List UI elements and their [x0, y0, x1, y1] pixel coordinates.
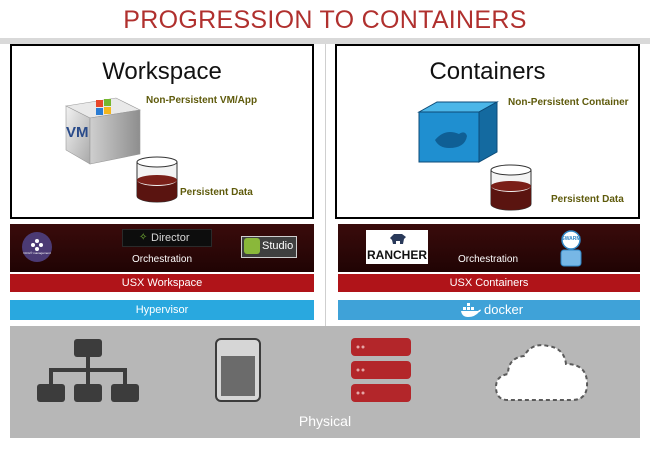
director-icon: ✧: [139, 232, 148, 243]
vm-box-icon: [60, 92, 146, 168]
containers-title: Containers: [429, 58, 546, 85]
workspace-panel: Workspace VM Non-Persistent VM/App: [10, 44, 314, 219]
director-logo: ✧ Director: [122, 229, 212, 247]
physical-label: Physical: [298, 413, 352, 429]
rancher-logo: RANCHER: [366, 230, 428, 264]
container-label: Non-Persistent Container: [508, 97, 629, 108]
title-divider-band: [0, 38, 650, 44]
network-hierarchy-icon: [37, 339, 139, 402]
citrix-logo: Citrix® management: [22, 232, 52, 262]
rancher-cow-icon: [390, 234, 406, 244]
studio-icon: [244, 238, 260, 254]
swarm-logo: SWARM: [558, 230, 584, 268]
persistent-data-cylinder-icon: [488, 162, 534, 212]
containers-panel: Containers Non-Persistent Container Pers…: [335, 44, 640, 219]
storage-device-icon: [215, 338, 261, 402]
server-stack-icon: [351, 338, 411, 402]
physical-layer: Physical: [10, 326, 640, 438]
column-divider: [325, 44, 326, 326]
docker-whale-icon: [461, 303, 481, 317]
docker-label: docker: [484, 302, 524, 317]
studio-logo: Studio: [241, 236, 297, 258]
page-title: PROGRESSION TO CONTAINERS: [123, 6, 527, 34]
container-cube-icon: [415, 100, 499, 164]
hypervisor-band: Hypervisor: [10, 300, 314, 320]
vm-label: Non-Persistent VM/App: [146, 95, 258, 106]
studio-label: Studio: [262, 240, 294, 252]
rancher-label: RANCHER: [367, 248, 427, 262]
workspace-orchestration-band: Citrix® management ✧ Director Studio Orc…: [10, 224, 314, 272]
usx-workspace-band: USX Workspace: [10, 274, 314, 292]
docker-band: docker: [338, 300, 640, 320]
cloud-icon: [494, 340, 590, 404]
containers-orchestration-label: Orchestration: [457, 254, 519, 265]
containers-orchestration-band: RANCHER SWARM Orchestration: [338, 224, 640, 272]
director-label: Director: [151, 232, 190, 244]
swarm-label: SWARM: [561, 236, 581, 242]
vm-icon-text: VM: [66, 124, 89, 141]
workspace-title: Workspace: [102, 58, 222, 85]
persistent-data-label: Persistent Data: [551, 194, 624, 205]
workspace-orchestration-label: Orchestration: [131, 254, 193, 265]
persistent-data-label: Persistent Data: [180, 187, 253, 198]
persistent-data-cylinder-icon: [134, 154, 180, 204]
usx-containers-band: USX Containers: [338, 274, 640, 292]
